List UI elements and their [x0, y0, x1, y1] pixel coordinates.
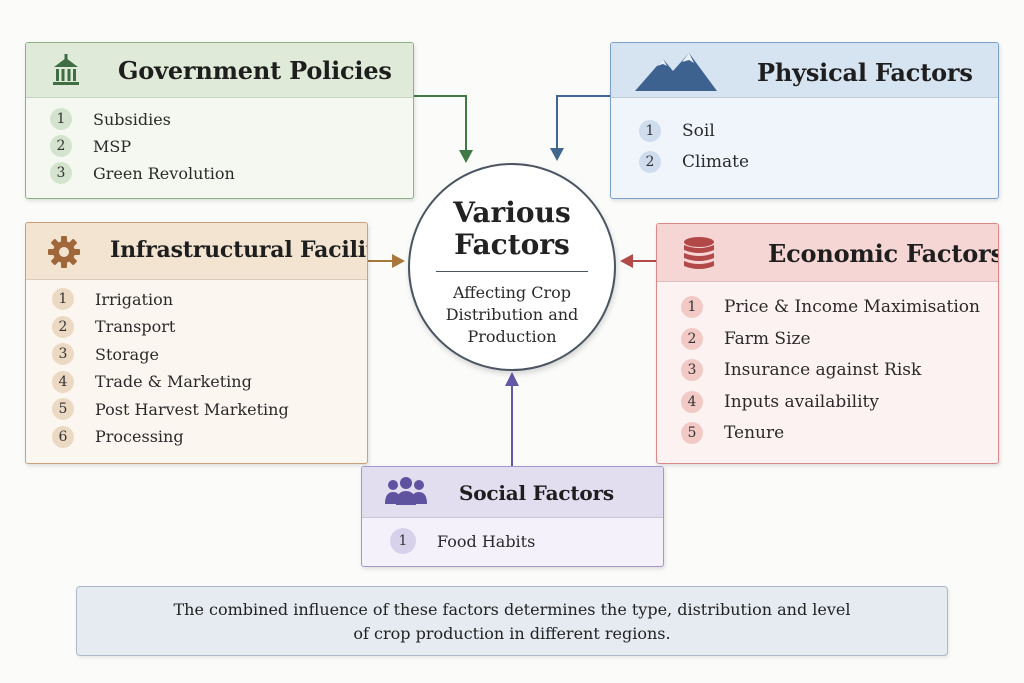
social-factors-title: Social Factors: [459, 481, 614, 505]
item-label: Farm Size: [724, 328, 811, 349]
list-item: 5 Tenure: [657, 420, 998, 446]
item-number: 5: [681, 422, 703, 444]
list-item: 6 Processing: [26, 424, 367, 450]
item-label: Climate: [682, 152, 750, 172]
summary-note-line-1: The combined influence of these factors …: [173, 600, 851, 619]
infrastructural-facilities-header: Infrastructural Facilities: [26, 223, 367, 280]
item-number: 1: [390, 528, 416, 554]
item-label: Subsidies: [93, 109, 171, 129]
item-label: Tenure: [724, 423, 785, 443]
central-divider: [436, 271, 588, 272]
list-item: 1 Irrigation: [26, 286, 367, 312]
infrastructure-arrow: [368, 254, 405, 268]
item-number: 5: [52, 398, 74, 420]
economic-arrow: [620, 254, 656, 268]
item-number: 3: [52, 343, 74, 365]
item-number: 3: [50, 162, 72, 184]
government-policies-box: Government Policies 1 Subsidies 2 MSP 3 Gre…: [25, 42, 414, 199]
item-label: Processing: [95, 427, 184, 446]
list-item: 2 Climate: [611, 149, 998, 175]
item-label: MSP: [93, 136, 132, 156]
item-label: Food Habits: [437, 531, 536, 551]
government-policies-header: Government Policies: [26, 43, 413, 98]
central-title-line-1: Various: [453, 196, 571, 229]
government-policies-title: Government Policies: [118, 56, 392, 85]
item-number: 2: [52, 315, 74, 338]
summary-note-line-2: of crop production in different regions.: [353, 624, 671, 643]
list-item: 1 Food Habits: [362, 528, 663, 554]
item-number: 1: [639, 120, 661, 142]
item-label: Irrigation: [95, 289, 173, 309]
economic-factors-box: Economic Factors 1 Price & Income Maximis…: [656, 223, 999, 464]
item-label: Transport: [95, 317, 176, 336]
list-item: 1 Price & Income Maximisation: [657, 294, 998, 320]
list-item: 3 Insurance against Risk: [657, 357, 998, 383]
item-number: 6: [52, 425, 74, 448]
item-label: Soil: [682, 121, 715, 141]
gear-icon: [48, 236, 80, 268]
government-building-icon: [53, 54, 79, 85]
item-number: 4: [681, 390, 703, 413]
coin-stack-icon: [684, 237, 714, 269]
item-number: 1: [50, 108, 72, 130]
mountain-icon: [635, 53, 717, 91]
item-number: 2: [639, 151, 661, 173]
item-number: 1: [681, 296, 703, 318]
social-arrow: [505, 372, 519, 466]
item-label: Storage: [95, 344, 159, 364]
item-label: Trade & Marketing: [95, 372, 252, 391]
summary-note: The combined influence of these factors …: [76, 586, 948, 656]
list-item: 2 Farm Size: [657, 326, 998, 352]
central-title: Various Factors: [410, 197, 614, 261]
social-factors-header: Social Factors: [362, 467, 663, 518]
list-item: 4 Trade & Marketing: [26, 369, 367, 395]
physical-factors-header: Physical Factors: [611, 43, 998, 98]
list-item: 5 Post Harvest Marketing: [26, 396, 367, 422]
central-subtitle: Affecting Crop Distribution and Producti…: [445, 283, 579, 346]
central-topic-circle: Various Factors Affecting Crop Distribut…: [408, 163, 616, 371]
economic-factors-header: Economic Factors: [657, 224, 998, 282]
item-number: 2: [681, 327, 703, 350]
physical-arrow: [550, 95, 610, 161]
infrastructural-facilities-title: Infrastructural Facilities: [110, 237, 367, 263]
list-item: 4 Inputs availability: [657, 389, 998, 415]
item-label: Insurance against Risk: [724, 360, 922, 380]
economic-factors-title: Economic Factors: [768, 239, 999, 268]
physical-factors-title: Physical Factors: [757, 58, 973, 87]
list-item: 3 Storage: [26, 341, 367, 367]
social-factors-box: Social Factors 1 Food Habits: [361, 466, 664, 567]
item-number: 2: [50, 135, 72, 157]
item-number: 4: [52, 370, 74, 393]
people-group-icon: [385, 477, 427, 505]
item-number: 1: [52, 288, 74, 310]
list-item: 2 Transport: [26, 314, 367, 340]
item-label: Inputs availability: [724, 391, 879, 412]
government-arrow: [414, 95, 473, 163]
list-item: 1 Subsidies: [26, 106, 413, 132]
item-label: Green Revolution: [93, 163, 235, 183]
item-label: Price & Income Maximisation: [724, 297, 980, 317]
item-label: Post Harvest Marketing: [95, 399, 289, 419]
list-item: 2 MSP: [26, 133, 413, 159]
list-item: 1 Soil: [611, 118, 998, 144]
infrastructural-facilities-box: Infrastructural Facilities 1 Irrigation 2…: [25, 222, 368, 464]
list-item: 3 Green Revolution: [26, 160, 413, 186]
item-number: 3: [681, 359, 703, 381]
central-title-line-2: Factors: [454, 228, 570, 261]
physical-factors-box: Physical Factors 1 Soil 2 Climate: [610, 42, 999, 199]
